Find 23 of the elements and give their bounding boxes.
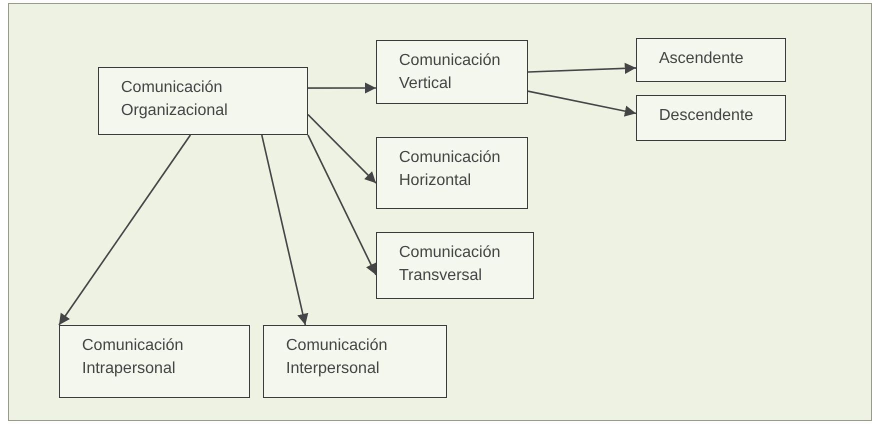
process-box xyxy=(263,325,447,398)
box-label: Comunicación Horizontal xyxy=(399,148,502,191)
box-label: Comunicación Organizacional xyxy=(121,78,229,121)
process-box xyxy=(98,67,308,135)
box-label: Ascendente xyxy=(659,49,745,69)
box-label: Comunicación Interpersonal xyxy=(286,336,388,379)
arrow xyxy=(58,134,192,326)
arrow xyxy=(528,90,636,117)
process-box xyxy=(376,137,528,209)
box-label: Comunicación Intrapersonal xyxy=(82,336,184,379)
process-box xyxy=(636,38,786,82)
arrow xyxy=(307,134,377,276)
process-box xyxy=(59,325,250,398)
process-box xyxy=(636,95,786,141)
arrow xyxy=(261,134,308,326)
arrow xyxy=(307,114,377,184)
box-label: Descendente xyxy=(659,106,754,126)
box-label: Comunicación Vertical xyxy=(399,51,502,94)
arrow xyxy=(528,62,636,74)
process-box xyxy=(376,40,528,104)
box-label: Comunicación Transversal xyxy=(399,243,502,286)
process-box xyxy=(376,232,534,299)
arrow xyxy=(308,82,376,94)
